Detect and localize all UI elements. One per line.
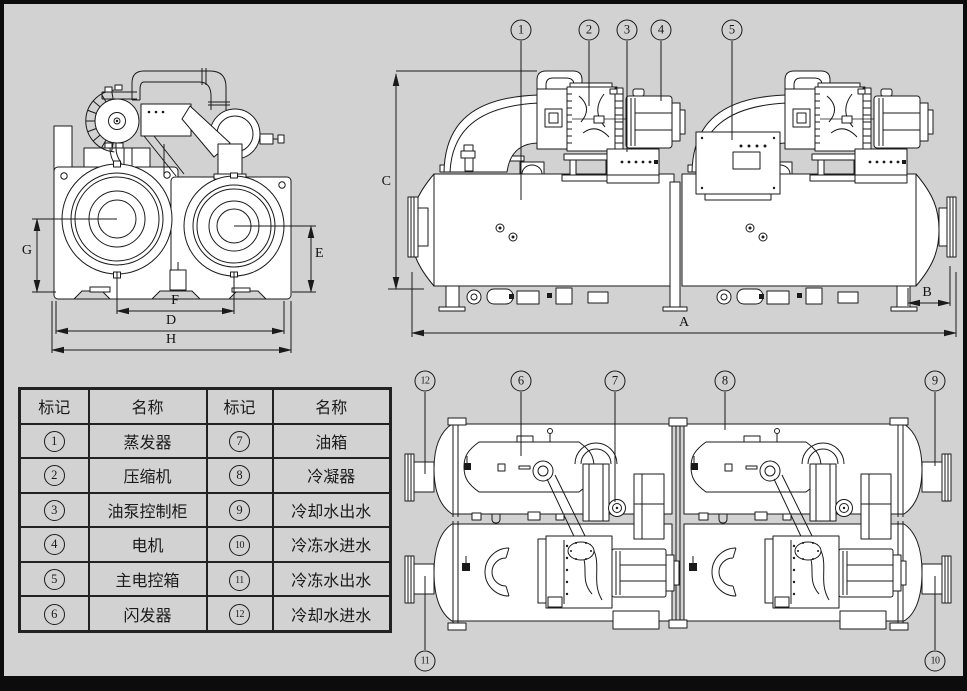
name-cell: 闪发器 <box>87 595 208 633</box>
mark-cell: 2 <box>18 457 90 494</box>
table-row: 3 油泵控制柜 9 冷却水出水 <box>18 491 392 529</box>
mark-circle: 7 <box>229 430 250 452</box>
table-row: 1 蒸发器 7 油箱 <box>18 422 392 460</box>
parts-table: 标记 名称 标记 名称 1 蒸发器 7 油箱 2 压缩机 8 冷凝器 3 油泵控… <box>18 387 392 633</box>
mark-circle: 10 <box>229 534 250 556</box>
mark-cell: 5 <box>18 560 90 598</box>
dim-label-B: B <box>922 285 932 300</box>
table-row: 6 闪发器 12 冷却水进水 <box>18 595 392 633</box>
mark-cell: 6 <box>18 595 90 633</box>
callout-4-label: 4 <box>657 22 665 37</box>
mark-cell: 8 <box>205 457 274 494</box>
callout-7: 7 <box>604 370 626 392</box>
mark-circle: 4 <box>43 534 65 556</box>
page-bottom-rule <box>4 676 963 687</box>
name-cell: 冷却水出水 <box>271 491 392 529</box>
name-cell: 冷却水进水 <box>271 595 392 633</box>
front-elbow-circle <box>131 68 285 180</box>
name-cell: 蒸发器 <box>87 422 208 460</box>
table-header-row: 标记 名称 标记 名称 <box>18 387 392 425</box>
mark-cell: 11 <box>205 560 274 598</box>
dim-label-E: E <box>315 246 324 261</box>
side-callout-leaders <box>520 41 733 200</box>
callout-10: 10 <box>924 650 946 672</box>
callout-4: 4 <box>650 19 672 41</box>
callout-3-label: 3 <box>623 22 631 37</box>
callout-10-label: 10 <box>930 655 941 667</box>
name-cell: 油泵控制柜 <box>87 491 208 529</box>
header-name-left: 名称 <box>87 387 208 425</box>
dim-label-G: G <box>21 243 32 258</box>
mark-circle: 6 <box>43 603 65 625</box>
mark-cell: 12 <box>205 595 274 633</box>
header-mark-right: 标记 <box>205 387 274 425</box>
callout-9-label: 9 <box>931 373 939 388</box>
callout-3: 3 <box>616 19 638 41</box>
name-cell: 冷冻水出水 <box>271 560 392 598</box>
name-cell: 主电控箱 <box>87 560 208 598</box>
callout-6: 6 <box>510 370 532 392</box>
evaporator-vessel-1 <box>407 173 675 287</box>
main-control-box <box>695 131 781 201</box>
mark-cell: 7 <box>205 422 274 460</box>
callout-8: 8 <box>714 370 736 392</box>
callout-5-label: 5 <box>728 22 736 37</box>
top-callout-leaders <box>424 392 936 650</box>
mark-cell: 10 <box>205 526 274 563</box>
callout-11-label: 11 <box>420 655 430 667</box>
table-row: 5 主电控箱 11 冷冻水出水 <box>18 560 392 598</box>
mark-cell: 4 <box>18 526 90 563</box>
header-name-right: 名称 <box>271 387 392 425</box>
mark-circle: 12 <box>229 604 250 626</box>
callout-2-label: 2 <box>585 22 593 37</box>
compressor-assembly <box>439 70 686 184</box>
callout-12-label: 12 <box>420 375 431 387</box>
mark-cell: 1 <box>18 422 90 460</box>
table-row: 2 压缩机 8 冷凝器 <box>18 457 392 494</box>
mark-circle: 2 <box>43 465 65 487</box>
top-view-drawing <box>404 392 952 650</box>
front-compressor <box>85 84 140 177</box>
name-cell: 压缩机 <box>87 457 208 494</box>
mark-cell: 9 <box>205 491 274 529</box>
name-cell: 油箱 <box>271 422 392 460</box>
header-mark-left: 标记 <box>18 387 90 425</box>
side-dimensions <box>388 70 957 337</box>
side-view-drawing <box>388 41 957 337</box>
front-dimensions <box>32 218 316 354</box>
callout-5: 5 <box>721 19 743 41</box>
callout-8-label: 8 <box>721 373 729 388</box>
name-cell: 电机 <box>87 526 208 563</box>
mark-circle: 5 <box>43 569 65 590</box>
mark-circle: 9 <box>229 499 250 521</box>
mark-cell: 3 <box>18 491 90 529</box>
dim-label-C: C <box>381 174 391 189</box>
dim-label-H: H <box>165 332 177 347</box>
mark-circle: 8 <box>229 465 250 487</box>
callout-6-label: 6 <box>517 373 525 388</box>
plan-unit-internals <box>462 428 680 630</box>
mark-circle: 11 <box>229 569 250 591</box>
mark-circle: 3 <box>43 499 65 521</box>
callout-12: 12 <box>414 370 436 392</box>
front-view-drawing <box>32 68 316 354</box>
water-nozzles <box>404 453 952 604</box>
callout-9: 9 <box>924 370 946 392</box>
callout-2: 2 <box>578 19 600 41</box>
name-cell: 冷冻水进水 <box>271 526 392 563</box>
callout-7-label: 7 <box>611 373 619 388</box>
callout-1: 1 <box>510 19 532 41</box>
callout-1-label: 1 <box>517 22 525 37</box>
dim-label-D: D <box>165 313 177 328</box>
table-row: 4 电机 10 冷冻水进水 <box>18 526 392 563</box>
bottom-piping <box>466 287 609 305</box>
name-cell: 冷凝器 <box>271 457 392 494</box>
dim-label-F: F <box>171 293 179 308</box>
mark-circle: 1 <box>43 430 65 452</box>
dim-label-A: A <box>678 315 690 330</box>
callout-11: 11 <box>414 650 436 672</box>
technical-drawing <box>32 41 957 650</box>
